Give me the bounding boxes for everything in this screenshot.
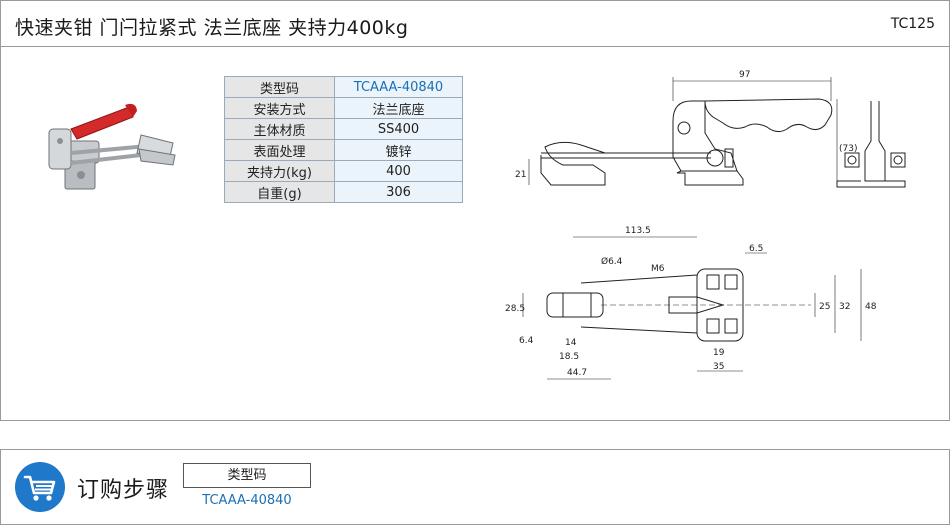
order-panel: 订购步骤 类型码 TCAAA-40840 [0, 449, 950, 525]
spec-key: 自重(g) [224, 181, 335, 203]
spec-key: 表面处理 [224, 139, 335, 161]
dim-14: 14 [565, 338, 577, 348]
dim-m6: M6 [651, 264, 665, 274]
header-bar: 快速夹钳 门闩拉紧式 法兰底座 夹持力400kg TC125 [1, 1, 949, 47]
dim-18-5: 18.5 [559, 352, 579, 362]
page-title: 快速夹钳 门闩拉紧式 法兰底座 夹持力400kg [15, 17, 409, 39]
red-handle-icon [70, 103, 137, 140]
spec-value: 镀锌 [334, 139, 463, 161]
spec-row: 自重(g)306 [224, 181, 463, 203]
dim-19: 19 [713, 348, 725, 358]
cart-icon [15, 462, 65, 512]
side-view [528, 77, 838, 186]
top-view [522, 236, 862, 380]
technical-drawing: 97 (73) 21 113.5 6.5 Ø6.4 M6 28.5 6.4 14… [505, 70, 906, 380]
spec-row: 安装方式法兰底座 [224, 97, 463, 119]
type-code-value: TCAAA-40840 [202, 493, 292, 508]
dim-28-5: 28.5 [505, 304, 525, 314]
dim-32: 32 [839, 302, 850, 312]
dim-6-4: 6.4 [519, 336, 534, 346]
dim-113-5: 113.5 [625, 226, 651, 236]
dim-35: 35 [713, 362, 724, 372]
end-view [836, 101, 906, 188]
dim-6-5: 6.5 [749, 244, 763, 254]
dim-21: 21 [515, 170, 526, 180]
product-photo [48, 103, 176, 190]
spec-key: 夹持力(kg) [224, 160, 335, 182]
dim-97: 97 [739, 70, 750, 80]
spec-value: 306 [334, 181, 463, 203]
dim-73: (73) [839, 144, 857, 154]
spec-row: 夹持力(kg)400 [224, 160, 463, 182]
dim-44-7: 44.7 [567, 368, 587, 378]
product-code: TC125 [890, 16, 935, 32]
spec-row: 表面处理镀锌 [224, 139, 463, 161]
spec-key: 类型码 [224, 76, 335, 98]
spec-value: TCAAA-40840 [334, 76, 463, 98]
spec-value: 400 [334, 160, 463, 182]
clamp-body-icon [48, 128, 176, 190]
spec-key: 安装方式 [224, 97, 335, 119]
dim-48: 48 [865, 302, 877, 312]
spec-value: 法兰底座 [334, 97, 463, 119]
spec-value: SS400 [334, 118, 463, 140]
order-steps-title: 订购步骤 [77, 478, 170, 503]
type-code-label: 类型码 [183, 463, 311, 488]
spec-key: 主体材质 [224, 118, 335, 140]
dim-25: 25 [819, 302, 830, 312]
dim-phi-6-4: Ø6.4 [601, 256, 623, 267]
